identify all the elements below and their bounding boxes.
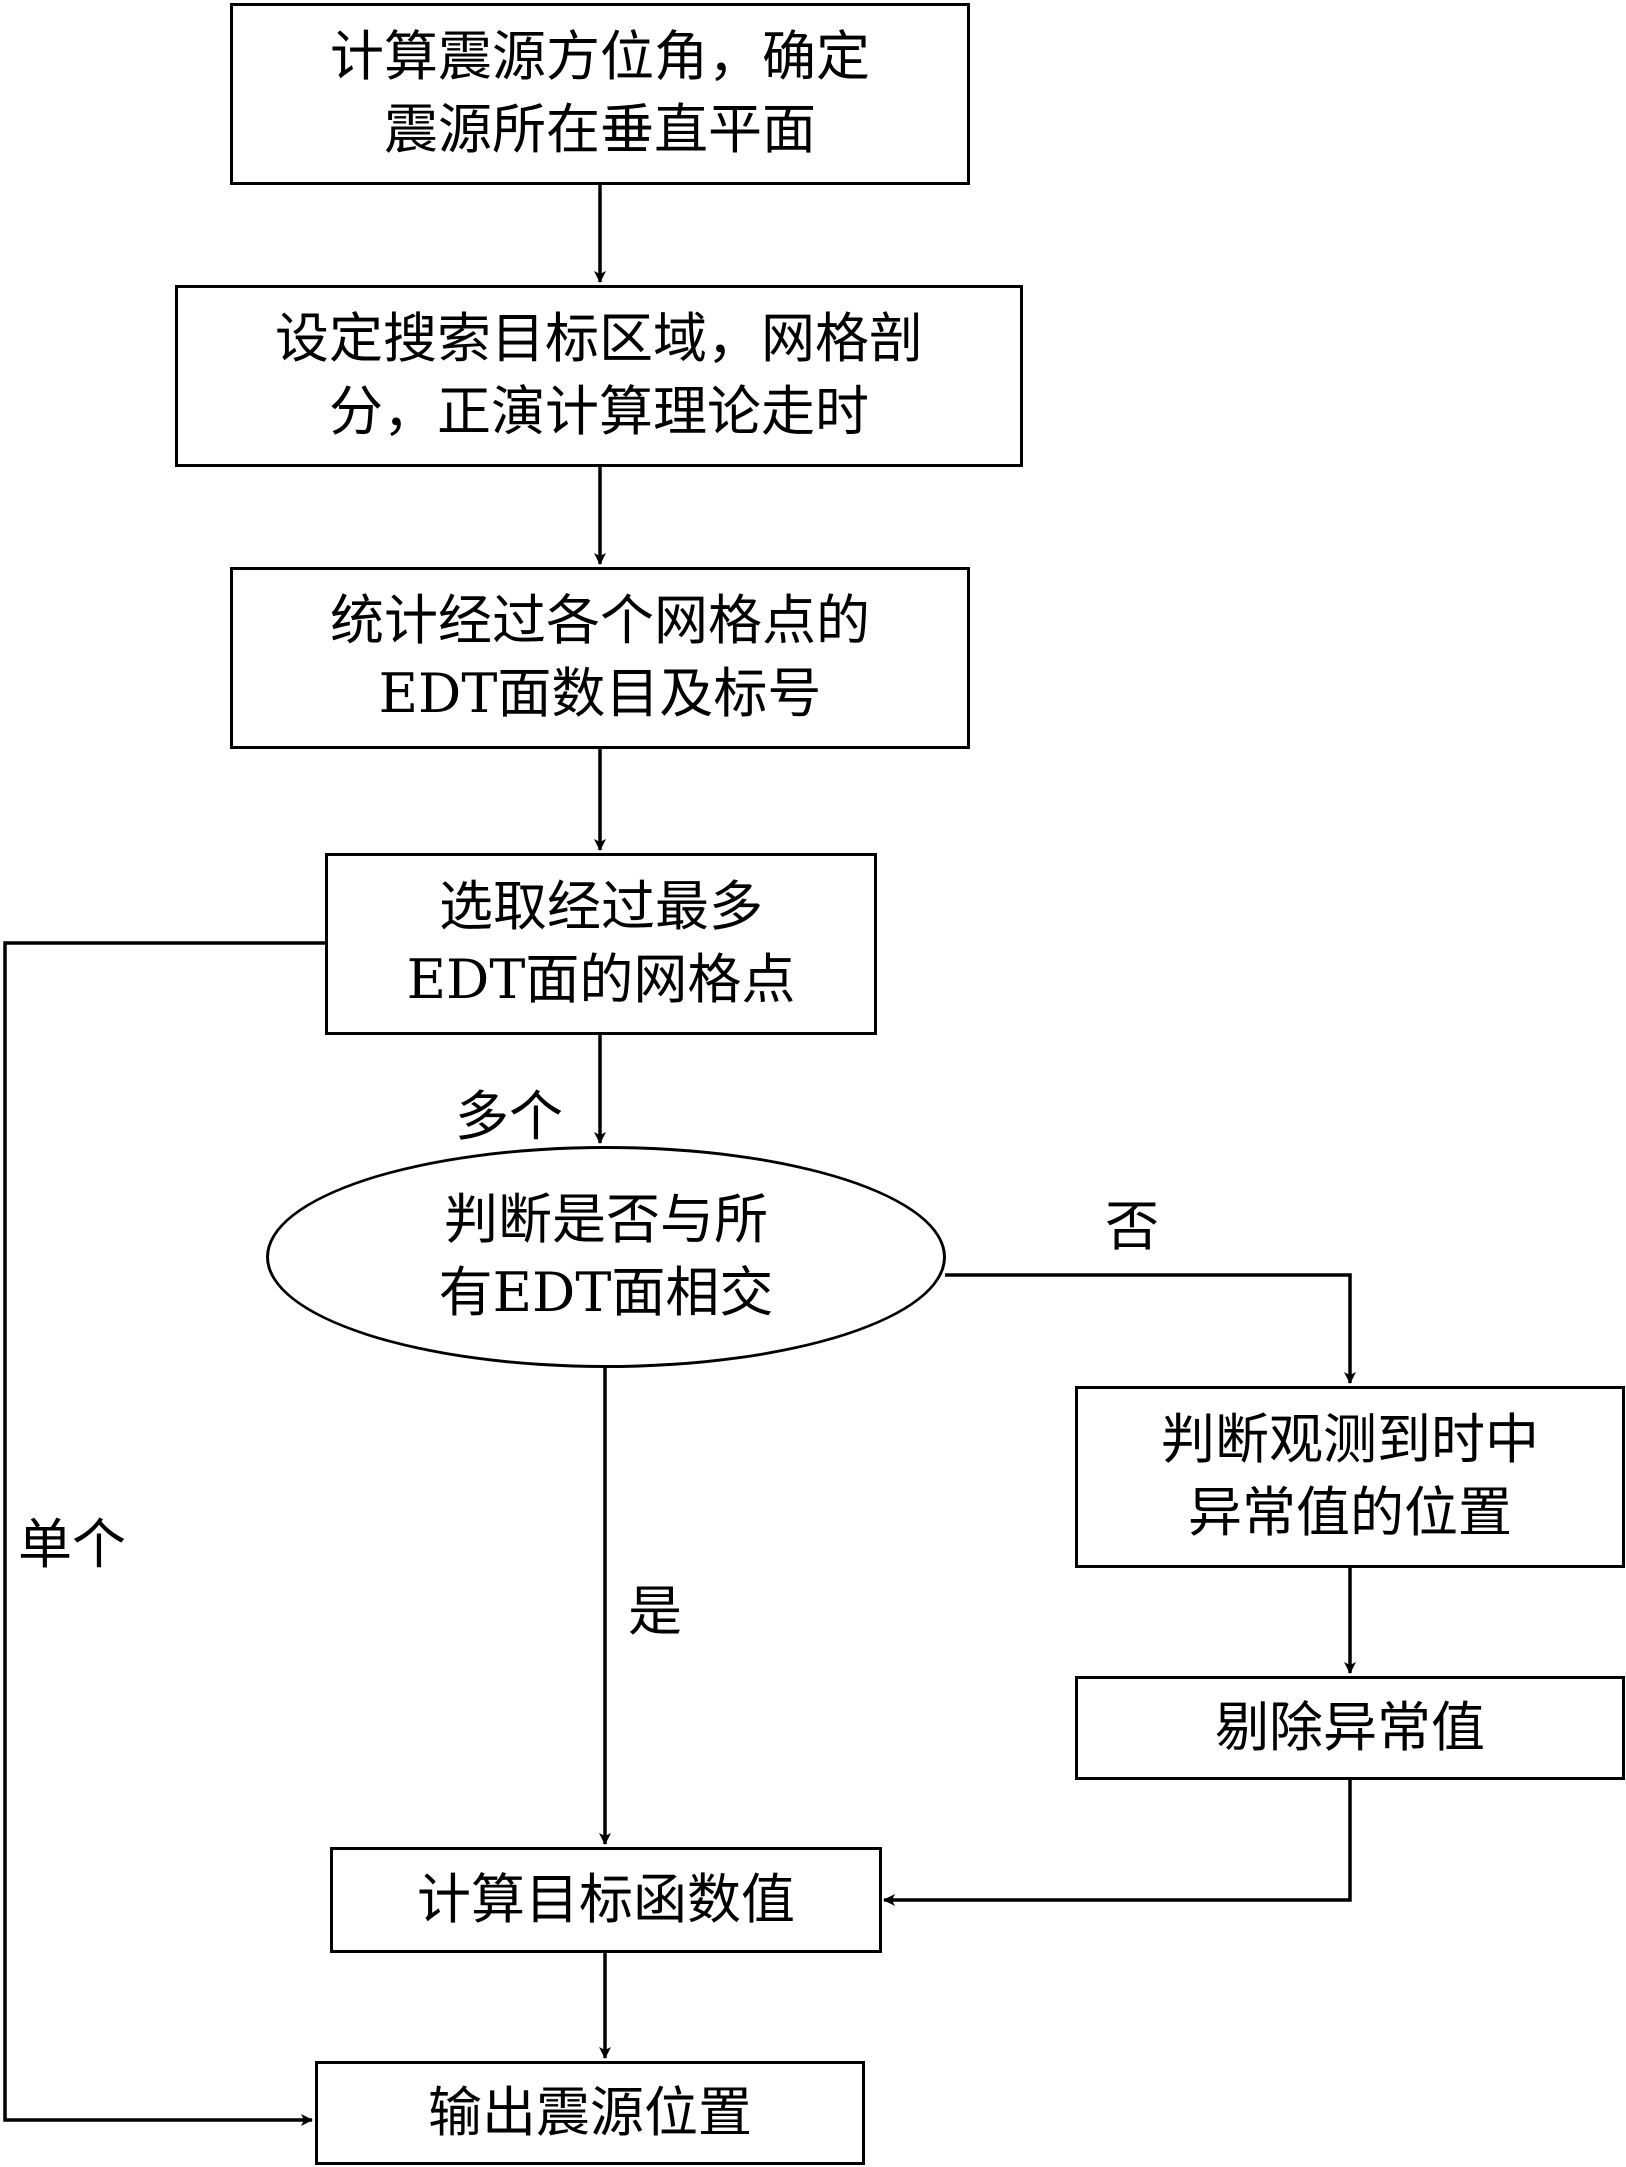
node-text-line: 分，正演计算理论走时 bbox=[329, 380, 869, 443]
node-text-line: 异常值的位置 bbox=[1188, 1481, 1512, 1544]
node-text-line: EDT面数目及标号 bbox=[378, 662, 822, 725]
arrow-n5-n6 bbox=[945, 1273, 1356, 1384]
decision-intersect-all-edt: 判断是否与所有EDT面相交 bbox=[266, 1146, 946, 1368]
step-output-location: 输出震源位置 bbox=[315, 2061, 865, 2165]
arrow-n4-n9 bbox=[3, 941, 325, 2126]
node-text-line: 震源所在垂直平面 bbox=[384, 98, 816, 161]
edge-label-yes: 是 bbox=[628, 1580, 682, 1643]
node-text-line: 选取经过最多 bbox=[438, 875, 763, 939]
node-text-line: 统计经过各个网格点的 bbox=[330, 589, 870, 653]
node-text-line: 设定搜索目标区域，网格剖 bbox=[275, 307, 923, 371]
node-text-line: 剔除异常值 bbox=[1215, 1695, 1485, 1759]
step-locate-outliers: 判断观测到时中异常值的位置 bbox=[1075, 1386, 1625, 1568]
edge-label-multiple: 多个 bbox=[455, 1085, 563, 1148]
step-calc-azimuth: 计算震源方位角，确定震源所在垂直平面 bbox=[230, 3, 970, 185]
node-text-line: 判断观测到时中 bbox=[1161, 1408, 1539, 1472]
node-text-line: EDT面的网格点 bbox=[406, 948, 796, 1011]
edge-label-single: 单个 bbox=[18, 1513, 126, 1576]
step-count-edt: 统计经过各个网格点的 EDT面数目及标号 bbox=[230, 567, 970, 749]
node-text-line: 有EDT面相交 bbox=[438, 1261, 774, 1324]
step-remove-outliers: 剔除异常值 bbox=[1075, 1676, 1625, 1780]
node-text-line: 判断是否与所 bbox=[443, 1188, 768, 1252]
step-calc-objective: 计算目标函数值 bbox=[330, 1847, 882, 1953]
node-text-line: 输出震源位置 bbox=[428, 2080, 752, 2144]
step-select-grid-point: 选取经过最多 EDT面的网格点 bbox=[325, 853, 877, 1035]
node-text-line: 计算目标函数值 bbox=[417, 1867, 795, 1931]
step-set-search-area: 设定搜索目标区域，网格剖分，正演计算理论走时 bbox=[175, 285, 1023, 467]
arrow-n7-n8 bbox=[883, 1778, 1352, 1906]
edge-label-no: 否 bbox=[1105, 1195, 1159, 1258]
node-text-line: 计算震源方位角，确定 bbox=[330, 25, 870, 89]
